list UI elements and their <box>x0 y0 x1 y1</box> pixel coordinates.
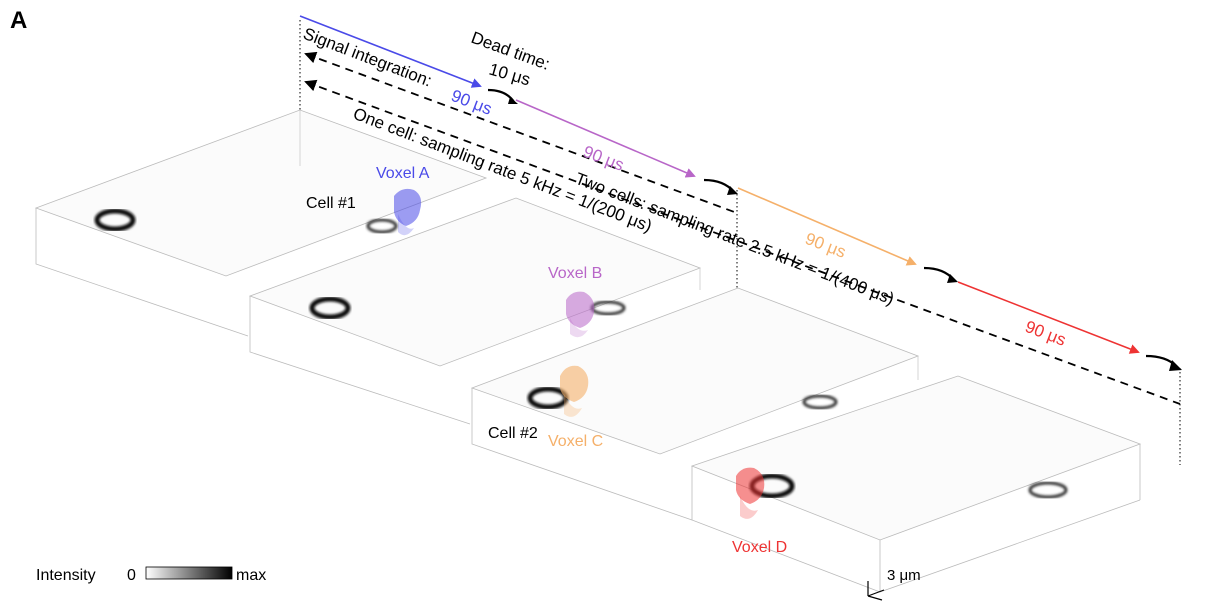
intensity-legend: Intensity 0 max <box>36 566 266 584</box>
segment-b-label: 90 μs <box>581 142 627 175</box>
cell-1-label: Cell #1 <box>306 195 356 212</box>
intensity-colorbar <box>145 566 233 580</box>
voxel-d-label: Voxel D <box>732 539 787 556</box>
arrow-segment-a <box>299 15 482 88</box>
scale-bar <box>867 581 885 601</box>
sampling-arrows <box>304 51 1181 405</box>
arrow-segment-c <box>737 187 917 266</box>
intensity-min: 0 <box>127 567 136 584</box>
volume-1 <box>34 109 488 337</box>
intensity-label: Intensity <box>36 567 96 584</box>
panel-letter: A <box>10 7 27 34</box>
scale-bar-label: 3 μm <box>887 567 921 584</box>
dotted-guides <box>299 20 1181 465</box>
voxel-c-shape <box>560 365 589 402</box>
dead-time-arrows <box>487 88 1182 371</box>
one-cell-arrow <box>304 51 738 214</box>
arrow-segment-b <box>515 99 696 178</box>
volume-4 <box>690 375 1142 593</box>
signal-integration-label: Signal integration: <box>301 24 435 91</box>
arrow-segment-d <box>957 281 1140 354</box>
voxel-d-shape <box>736 467 765 504</box>
voxel-b-shape <box>566 291 595 328</box>
two-cells-arrow <box>304 79 1181 405</box>
volume-2 <box>248 197 702 425</box>
voxel-b-label: Voxel B <box>548 265 602 282</box>
intensity-max: max <box>236 567 266 584</box>
timeline-arrows <box>299 15 1140 354</box>
volume-3 <box>470 287 920 521</box>
voxel-a-label: Voxel A <box>376 165 430 182</box>
segment-a-label: 90 μs <box>449 86 495 119</box>
voxel-a-shape <box>394 188 422 226</box>
voxel-c-label: Voxel C <box>548 433 603 450</box>
cell-2-label: Cell #2 <box>488 425 538 442</box>
